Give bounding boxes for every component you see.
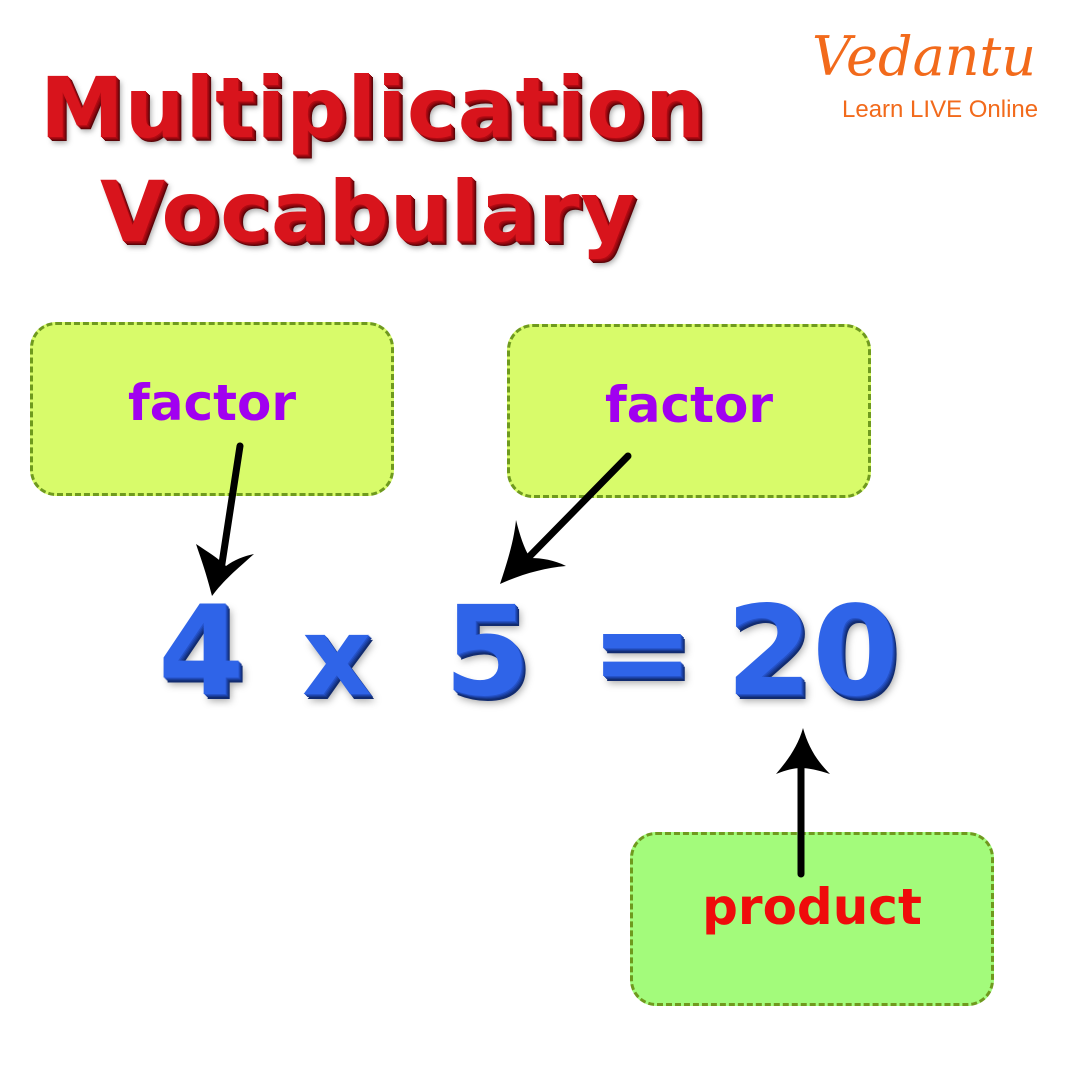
factor-box-right: factor [507, 324, 871, 498]
product-label: product [702, 878, 922, 936]
brand-tagline: Learn LIVE Online [842, 96, 1039, 123]
equation-equals-sign: = [590, 580, 694, 724]
brand-logo: Vedantu Learn LIVE Online [812, 30, 1052, 130]
factor-label-right: factor [604, 376, 774, 434]
factor-label-left: factor [127, 374, 297, 432]
brand-name: Vedantu [812, 25, 1037, 88]
product-box: product [630, 832, 994, 1006]
equation-times-sign: x [302, 595, 372, 720]
equation-factor-a: 4 [158, 580, 245, 724]
title-line-1: Multiplication [40, 59, 706, 157]
factor-box-left: factor [30, 322, 394, 496]
title-line-2: Vocabulary [100, 163, 637, 261]
equation-result: 20 [726, 580, 899, 724]
equation-factor-b: 5 [444, 580, 531, 724]
